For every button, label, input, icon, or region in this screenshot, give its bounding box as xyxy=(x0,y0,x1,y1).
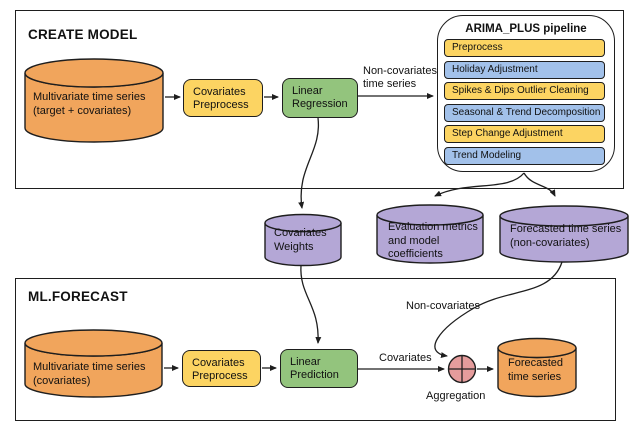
pipeline-step-spikes-dips: Spikes & Dips Outlier Cleaning xyxy=(444,82,605,100)
covariates-input-label: Multivariate time series (covariates) xyxy=(33,361,146,387)
pipeline-step-holiday-adjustment: Holiday Adjustment xyxy=(444,60,605,79)
forecast-output-label: Forecasted time series xyxy=(508,357,564,383)
forecast-output-cylinder xyxy=(497,337,577,398)
multivariate-input-cylinder xyxy=(24,58,164,143)
pipeline-step-trend-modeling: Trend Modeling xyxy=(444,146,605,165)
arima-plus-pipeline: ARIMA_PLUS pipeline Preprocess Holiday A… xyxy=(437,15,615,172)
create-model-title: CREATE MODEL xyxy=(28,27,138,42)
pipeline-step-seasonal-trend: Seasonal & Trend Decomposition xyxy=(444,103,605,122)
pipeline-step-preprocess: Preprocess xyxy=(444,39,605,57)
arrow-weights-to-prediction xyxy=(300,264,322,344)
linear-prediction-node: Linear Prediction xyxy=(280,349,358,388)
covariates-preprocess2-node: Covariates Preprocess xyxy=(182,350,261,387)
forecast-noncovariates-cylinder xyxy=(499,205,629,263)
ml-forecast-title: ML.FORECAST xyxy=(28,289,128,304)
arima-plus-pipeline-title: ARIMA_PLUS pipeline xyxy=(465,23,587,35)
evaluation-metrics-cylinder xyxy=(376,204,484,264)
pipeline-step-step-change: Step Change Adjustment xyxy=(444,125,605,143)
forecast-noncovariates-label: Forecasted time series (non-covariates) xyxy=(510,223,622,249)
arrow-pipeline-to-forecast-noncov xyxy=(523,172,556,197)
covariates-input-cylinder xyxy=(24,329,163,398)
evaluation-metrics-label: Evaluation metrics and model coefficient… xyxy=(388,221,478,260)
aggregation-label: Aggregation xyxy=(426,390,486,402)
multivariate-input-label: Multivariate time series (target + covar… xyxy=(33,91,146,117)
covariates-edge-label: Covariates xyxy=(379,352,432,364)
arrow-regression-to-weights xyxy=(298,117,320,209)
arrow-pipeline-to-evaluation xyxy=(434,172,525,197)
covariates-weights-cylinder xyxy=(264,213,342,267)
linear-regression-node: Linear Regression xyxy=(282,78,358,118)
covariates-weights-label: Covariates Weights xyxy=(274,227,327,253)
covariates-preprocess-node: Covariates Preprocess xyxy=(183,79,263,117)
arrow-noncov-to-aggregation xyxy=(434,261,563,359)
noncovariates-edge-label: Non-covariates xyxy=(406,300,480,312)
aggregation-icon xyxy=(447,354,477,384)
noncov-timeseries-edge-label: Non-covariates time series xyxy=(363,65,437,90)
